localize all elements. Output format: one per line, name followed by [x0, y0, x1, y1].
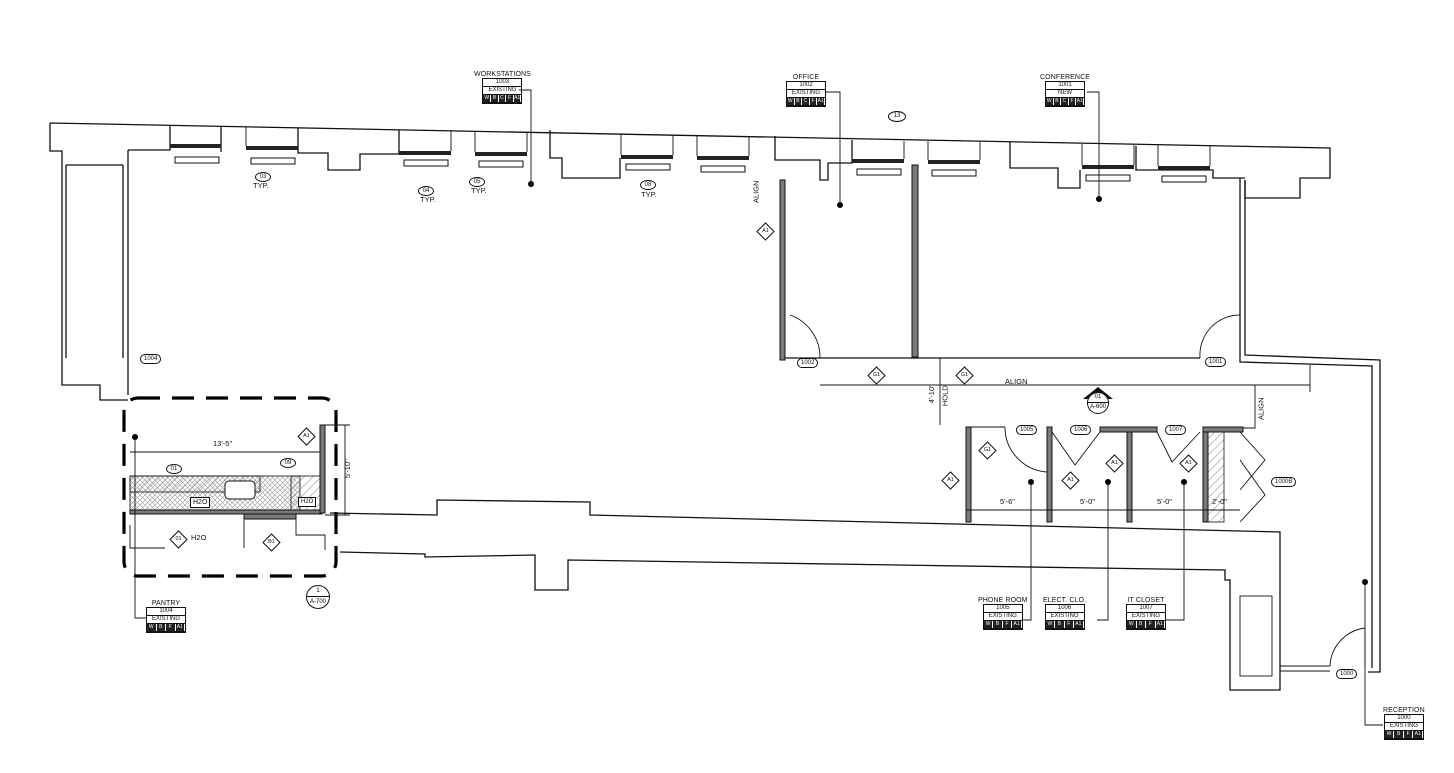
windows	[169, 126, 1211, 183]
keynote-05[interactable]: 05	[469, 177, 485, 187]
section-number: 01	[1088, 393, 1108, 403]
door-tag-1001[interactable]: 1001	[1205, 357, 1227, 367]
room-status: EXISTING	[147, 616, 185, 624]
room-number: 1001	[1046, 82, 1084, 90]
keynote-09[interactable]: 09	[280, 458, 296, 468]
keynote-05-typ: TYP.	[471, 186, 487, 195]
door-tag-1000b[interactable]: 1000B	[1271, 477, 1297, 487]
dim-pantry-width: 13'-5"	[213, 439, 233, 448]
dim-it-closet: 5'-0"	[1157, 497, 1172, 506]
office-conference-walls	[779, 164, 1311, 429]
dim-elect-clo: 5'-0"	[1080, 497, 1095, 506]
detail-number: 1	[307, 586, 329, 597]
detail-callout[interactable]: 1 A-700	[306, 585, 330, 609]
door-tag-1004[interactable]: 1004	[140, 354, 162, 364]
dim-hold: 4'-10"	[926, 384, 936, 404]
keynote-04-typ: TYP.	[420, 195, 436, 204]
room-name: PHONE ROOM	[978, 597, 1028, 604]
section-sheet: A-600	[1089, 404, 1106, 410]
room-name: PANTRY	[151, 600, 181, 607]
room-name: IT CLOSET	[1127, 597, 1165, 604]
keynote-08-typ: TYP.	[641, 190, 657, 199]
room-name: RECEPTION	[1383, 707, 1425, 714]
dim-pantry-depth: 5'-10"	[342, 459, 352, 479]
keynote-08[interactable]: 08	[640, 180, 656, 190]
room-status: EXISTING	[1045, 613, 1084, 621]
lower-walls	[329, 499, 1366, 691]
core-rooms	[965, 426, 1266, 523]
door-tag-1005[interactable]: 1005	[1016, 425, 1038, 435]
h2o-label: H2O	[191, 533, 207, 542]
dim-phone-room: 5'-6"	[1000, 497, 1015, 506]
room-number: 1005	[983, 605, 1022, 613]
h2o-sink-label-2: H2O	[298, 497, 317, 507]
exterior-walls	[49, 122, 1381, 673]
room-status: EXISTING	[483, 87, 522, 95]
dim-hold-label: HOLD	[940, 385, 950, 407]
room-status: NEW	[1046, 90, 1084, 98]
room-name: CONFERENCE	[1040, 74, 1091, 81]
leader-dots	[132, 89, 1383, 726]
room-number: 1000	[1384, 715, 1423, 723]
door-tag-1006[interactable]: 1006	[1070, 425, 1092, 435]
room-number: 1007	[1127, 605, 1165, 613]
room-number: 1002	[787, 82, 825, 90]
room-name: WORKSTATIONS	[474, 71, 531, 78]
keynote-03-typ: TYP.	[253, 181, 269, 190]
room-number: 1003	[483, 79, 522, 87]
align-label-vertical: ALIGN	[751, 180, 761, 204]
pantry	[122, 396, 350, 578]
detail-sheet: A-700	[309, 599, 326, 605]
align-label: ALIGN	[1005, 377, 1028, 386]
room-status: EXISTING	[1384, 723, 1423, 731]
keynote-03[interactable]: 03	[255, 172, 271, 182]
dim-chase: 2'-0"	[1212, 497, 1227, 506]
room-number: 1004	[147, 608, 185, 616]
room-status: EXISTING	[983, 613, 1022, 621]
room-name: ELECT. CLO.	[1043, 597, 1087, 604]
door-tag-1002[interactable]: 1002	[797, 358, 819, 368]
room-name: OFFICE	[792, 74, 820, 81]
keynote-01[interactable]: 01	[166, 464, 182, 474]
align-label-right: ALIGN	[1256, 397, 1266, 421]
keynote-13[interactable]: 13	[888, 111, 906, 122]
door-tag-1000[interactable]: 1000	[1336, 669, 1358, 679]
room-number: 1006	[1045, 605, 1084, 613]
room-status: EXISTING	[787, 90, 825, 98]
h2o-sink-label: H2O	[190, 497, 211, 508]
section-callout[interactable]: 01 A-600	[1080, 387, 1116, 414]
door-tag-1007[interactable]: 1007	[1165, 425, 1187, 435]
keynote-04[interactable]: 04	[418, 186, 434, 196]
room-status: EXISTING	[1127, 613, 1165, 621]
